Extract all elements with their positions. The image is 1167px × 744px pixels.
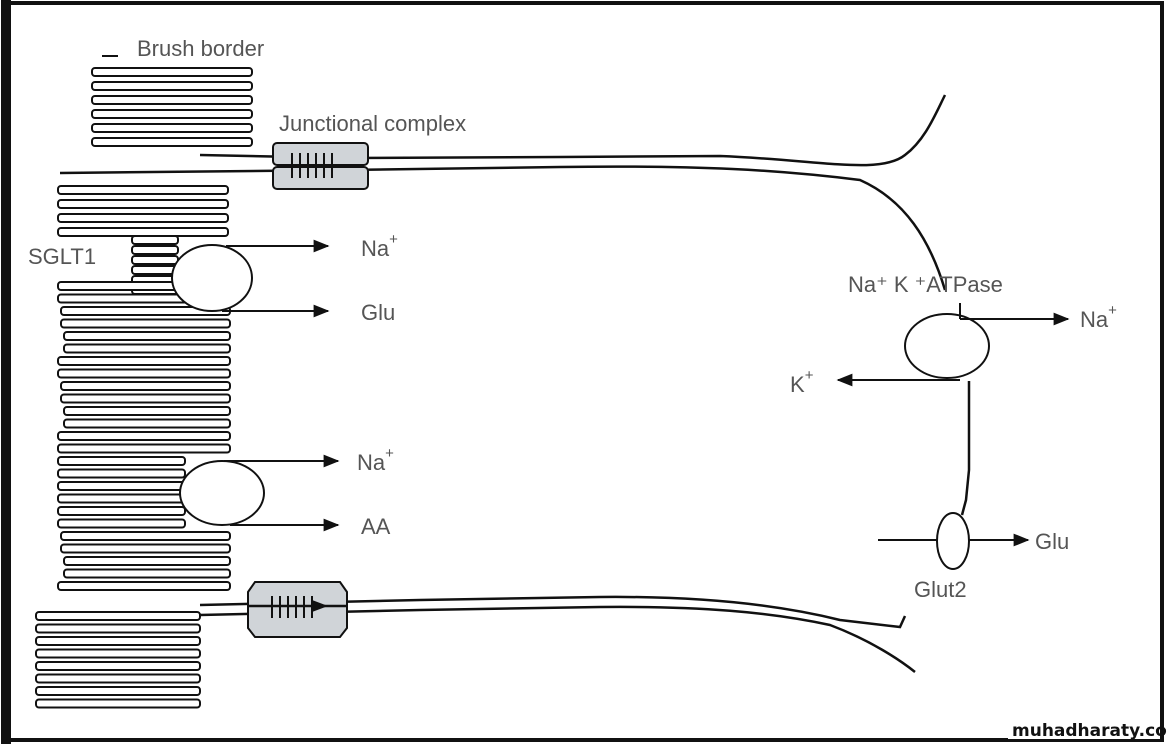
label-junctional-complex: Junctional complex: [279, 111, 466, 136]
junctional-complex-top: [272, 142, 369, 190]
microvillus: [91, 137, 253, 147]
microvillus: [91, 123, 253, 133]
label-na-aa-cotransport: Na+: [357, 445, 394, 475]
microvillus: [57, 199, 229, 209]
microvillus: [35, 648, 201, 659]
microvillus: [63, 418, 231, 429]
microvillus: [60, 543, 231, 554]
na-sup: +: [389, 231, 398, 248]
cell-membranes: [59, 94, 971, 673]
microvillus: [35, 661, 201, 671]
lateral-bottom-membrane-b: [199, 605, 916, 673]
microvillus: [131, 235, 179, 245]
label-na-k-atpase: Na⁺ K ⁺ATPase: [848, 272, 1003, 297]
label-na-basolateral: Na+: [1080, 302, 1117, 332]
microvilli-brush-border: [35, 67, 253, 709]
microvillus: [57, 185, 229, 195]
microvillus: [57, 481, 186, 491]
microvillus: [60, 531, 231, 541]
microvillus: [131, 255, 179, 265]
label-sglt1: SGLT1: [28, 244, 96, 269]
microvillus: [57, 581, 231, 591]
label-brush-border: Brush border: [137, 36, 264, 61]
na-text: Na: [361, 236, 390, 261]
microvillus: [57, 213, 229, 223]
microvillus: [60, 381, 231, 391]
microvillus: [35, 636, 201, 646]
microvillus: [35, 623, 201, 634]
microvillus: [91, 67, 253, 77]
junctional-complex-bottom: [247, 581, 348, 638]
k-sup: +: [805, 367, 814, 384]
label-aa: AA: [361, 514, 391, 539]
k-text: K: [790, 372, 805, 397]
microvillus: [60, 393, 231, 404]
microvillus: [35, 673, 201, 684]
microvillus: [91, 95, 253, 105]
label-glut2: Glut2: [914, 577, 967, 602]
microvillus: [63, 331, 231, 341]
microvillus: [91, 109, 253, 119]
label-na-apical: Na+: [361, 231, 398, 261]
microvillus: [57, 468, 186, 479]
microvillus: [91, 81, 253, 91]
microvillus: [131, 265, 179, 275]
microvillus: [57, 227, 229, 237]
microvillus: [35, 611, 201, 621]
microvillus: [63, 568, 231, 579]
microvillus: [63, 343, 231, 354]
microvillus: [63, 556, 231, 566]
apical-top-membrane: [199, 94, 947, 167]
microvillus: [35, 686, 201, 696]
sglt1-transporter: [171, 244, 253, 312]
na-sup: +: [1108, 302, 1117, 319]
microvillus: [131, 245, 179, 255]
microvillus: [57, 356, 231, 366]
na-text: Na: [1080, 307, 1109, 332]
label-glu-apical: Glu: [361, 300, 395, 325]
basolateral-membrane: [960, 381, 971, 516]
na-k-atpase-pump: [904, 313, 990, 379]
microvillus: [57, 368, 231, 379]
microvillus: [57, 431, 231, 441]
microvillus: [63, 406, 231, 416]
lateral-bottom-membrane-a: [199, 595, 907, 629]
lateral-top-membrane: [59, 165, 947, 291]
microvillus: [60, 318, 231, 329]
microvillus: [57, 506, 186, 516]
label-k: K+: [790, 367, 814, 397]
label-glu-basolateral: Glu: [1035, 529, 1069, 554]
glut2-transporter: [936, 512, 970, 570]
amino-acid-transporter: [179, 460, 265, 526]
watermark: muhadharaty.com: [1012, 721, 1167, 741]
microvillus: [57, 518, 186, 529]
na-text: Na: [357, 450, 386, 475]
microvillus: [35, 698, 201, 709]
microvillus: [57, 443, 231, 454]
microvillus: [57, 456, 186, 466]
na-sup: +: [385, 445, 394, 462]
microvillus: [57, 493, 186, 504]
